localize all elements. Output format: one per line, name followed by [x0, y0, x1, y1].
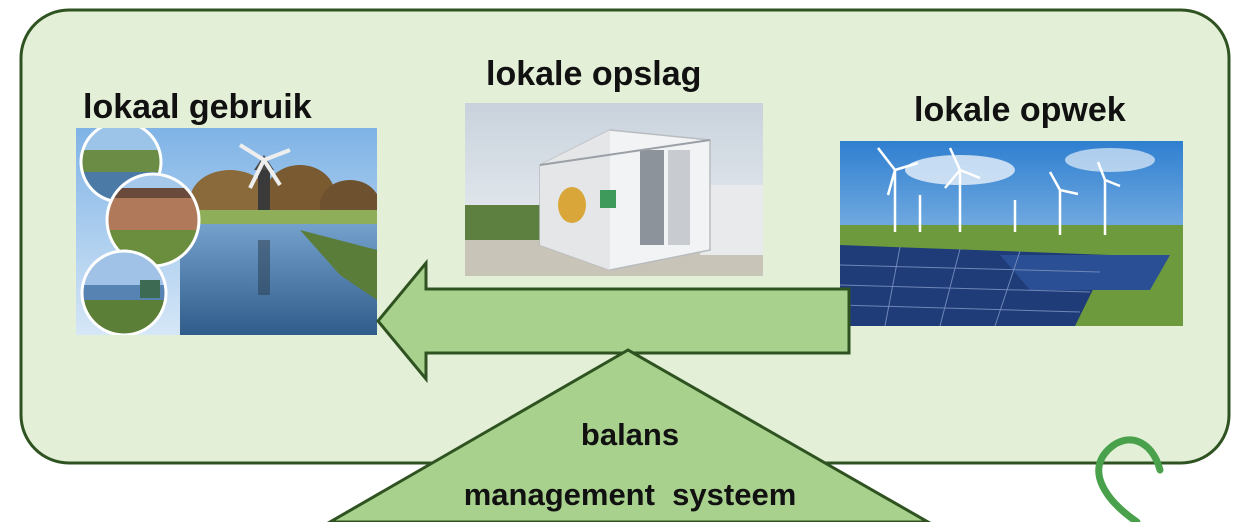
- storage-label: lokale opslag: [486, 55, 702, 93]
- generation-label: lokale opwek: [914, 91, 1126, 129]
- triangle-title-line1: balans: [580, 417, 680, 452]
- leaf-icon: [1095, 436, 1164, 522]
- triangle-title-line2: management systeem: [463, 477, 797, 512]
- energy-flow-arrow: [376, 258, 851, 384]
- balance-management-triangle: [326, 348, 932, 522]
- usage-label: lokaal gebruik: [83, 88, 312, 126]
- village-canal-windmill-photo: [76, 128, 377, 335]
- wind-turbines-solar-panels-photo: [840, 141, 1183, 326]
- battery-container-photo: [465, 103, 763, 276]
